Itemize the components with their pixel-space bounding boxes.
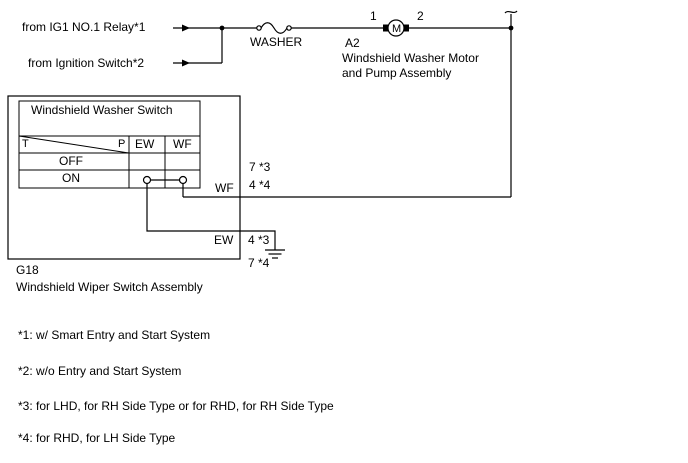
assembly-name: Windshield Wiper Switch Assembly — [16, 280, 203, 294]
washer-switch-table — [18, 100, 201, 189]
ignition-switch-label: from Ignition Switch*2 — [28, 56, 144, 70]
wf-pin-b: 4 *4 — [249, 178, 271, 192]
motor-connector: A2 — [345, 36, 360, 50]
wf-pin-a: 7 *3 — [249, 160, 271, 174]
column-wf: WF — [173, 137, 192, 151]
header-t: T — [22, 138, 29, 150]
ew-pin-a: 4 *3 — [248, 233, 270, 247]
ig1-arrow — [173, 24, 222, 32]
motor-m-label: M — [392, 23, 401, 35]
motor-name-line2: and Pump Assembly — [342, 66, 451, 80]
motor-pin-2: 2 — [417, 9, 424, 23]
ground-icon — [265, 249, 285, 259]
wire-break-symbol — [504, 10, 518, 14]
ig1-relay-label: from IG1 NO.1 Relay*1 — [22, 20, 146, 34]
note-1: *1: w/ Smart Entry and Start System — [18, 328, 210, 342]
motor-name-line1: Windshield Washer Motor — [342, 51, 479, 65]
fuse-label: WASHER — [250, 35, 303, 49]
motor-symbol — [383, 19, 409, 37]
ignition-arrow — [173, 59, 222, 67]
note-4: *4: for RHD, for LH Side Type — [18, 431, 176, 445]
assembly-connector: G18 — [16, 263, 39, 277]
ew-pin-b: 7 *4 — [248, 256, 270, 270]
note-3: *3: for LHD, for RH Side Type or for RHD… — [18, 399, 334, 413]
column-ew: EW — [135, 137, 155, 151]
wf-terminal-label: WF — [215, 181, 234, 195]
header-p: P — [118, 138, 125, 150]
row-on: ON — [62, 171, 80, 185]
row-off: OFF — [59, 154, 83, 168]
wiper-switch-assembly-box — [7, 95, 241, 260]
motor-pin-1: 1 — [370, 9, 377, 23]
fuse-symbol — [256, 22, 292, 34]
switch-table-title: Windshield Washer Switch — [31, 103, 173, 117]
note-2: *2: w/o Entry and Start System — [18, 364, 181, 378]
ew-terminal-label: EW — [214, 233, 234, 247]
ew-wire — [146, 183, 276, 250]
